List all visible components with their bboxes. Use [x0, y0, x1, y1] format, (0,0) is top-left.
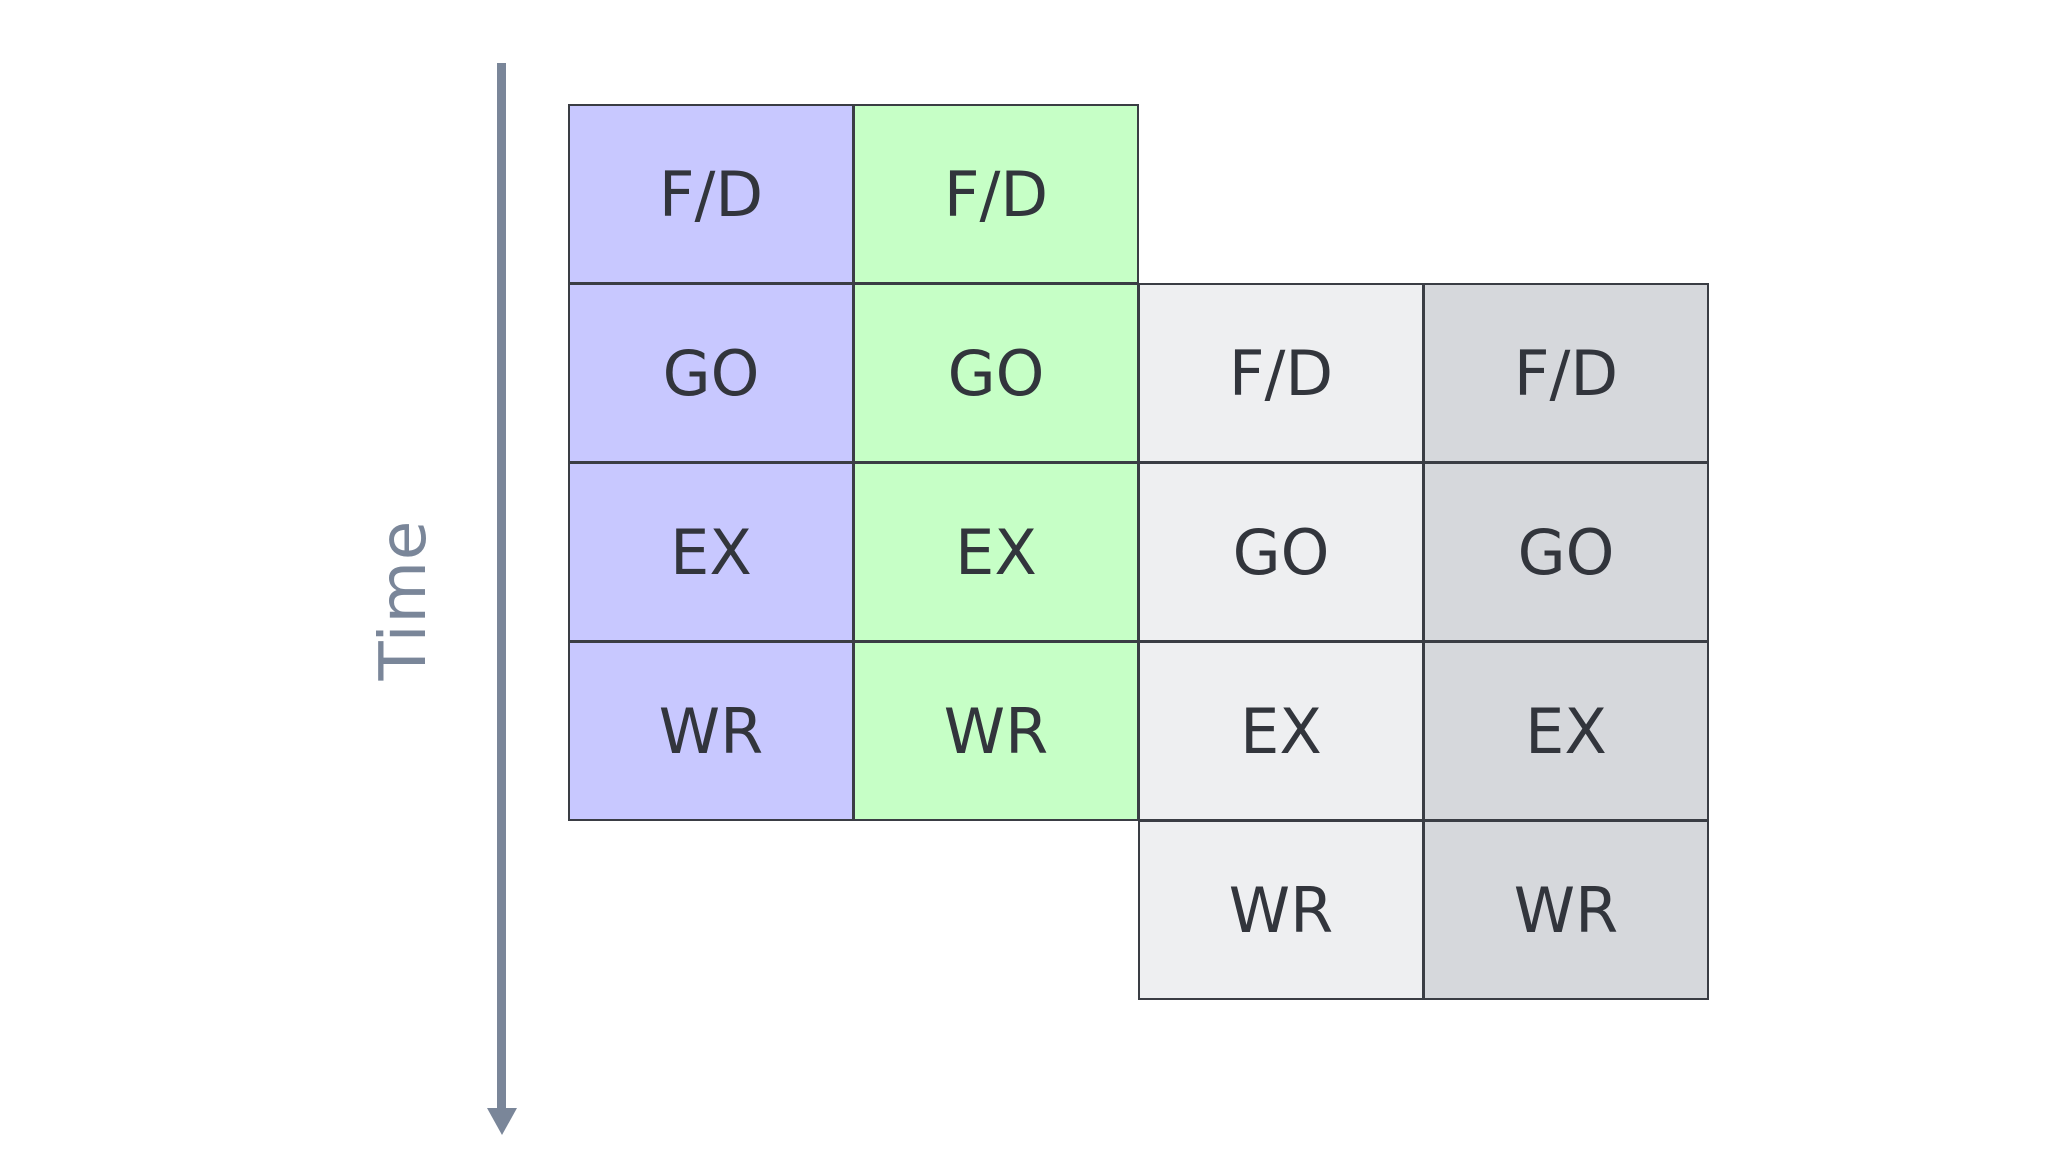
stage-cell: GO	[1423, 462, 1709, 642]
stage-cell: WR	[853, 641, 1139, 821]
time-axis-line	[497, 63, 506, 1115]
stage-cell: GO	[1138, 462, 1424, 642]
stage-cell: F/D	[1138, 283, 1424, 463]
stage-cell: GO	[568, 283, 854, 463]
stage-cell: EX	[568, 462, 854, 642]
stage-cell: WR	[1138, 820, 1424, 1000]
stage-cell: F/D	[1423, 283, 1709, 463]
stage-cell: WR	[1423, 820, 1709, 1000]
stage-cell: F/D	[853, 104, 1139, 284]
time-axis-label-text: Time	[367, 519, 441, 681]
time-axis-arrowhead	[487, 1108, 517, 1135]
stage-cell: GO	[853, 283, 1139, 463]
stage-cell: EX	[853, 462, 1139, 642]
stage-cell: EX	[1138, 641, 1424, 821]
stage-cell: F/D	[568, 104, 854, 284]
stage-cell: WR	[568, 641, 854, 821]
stage-cell: EX	[1423, 641, 1709, 821]
